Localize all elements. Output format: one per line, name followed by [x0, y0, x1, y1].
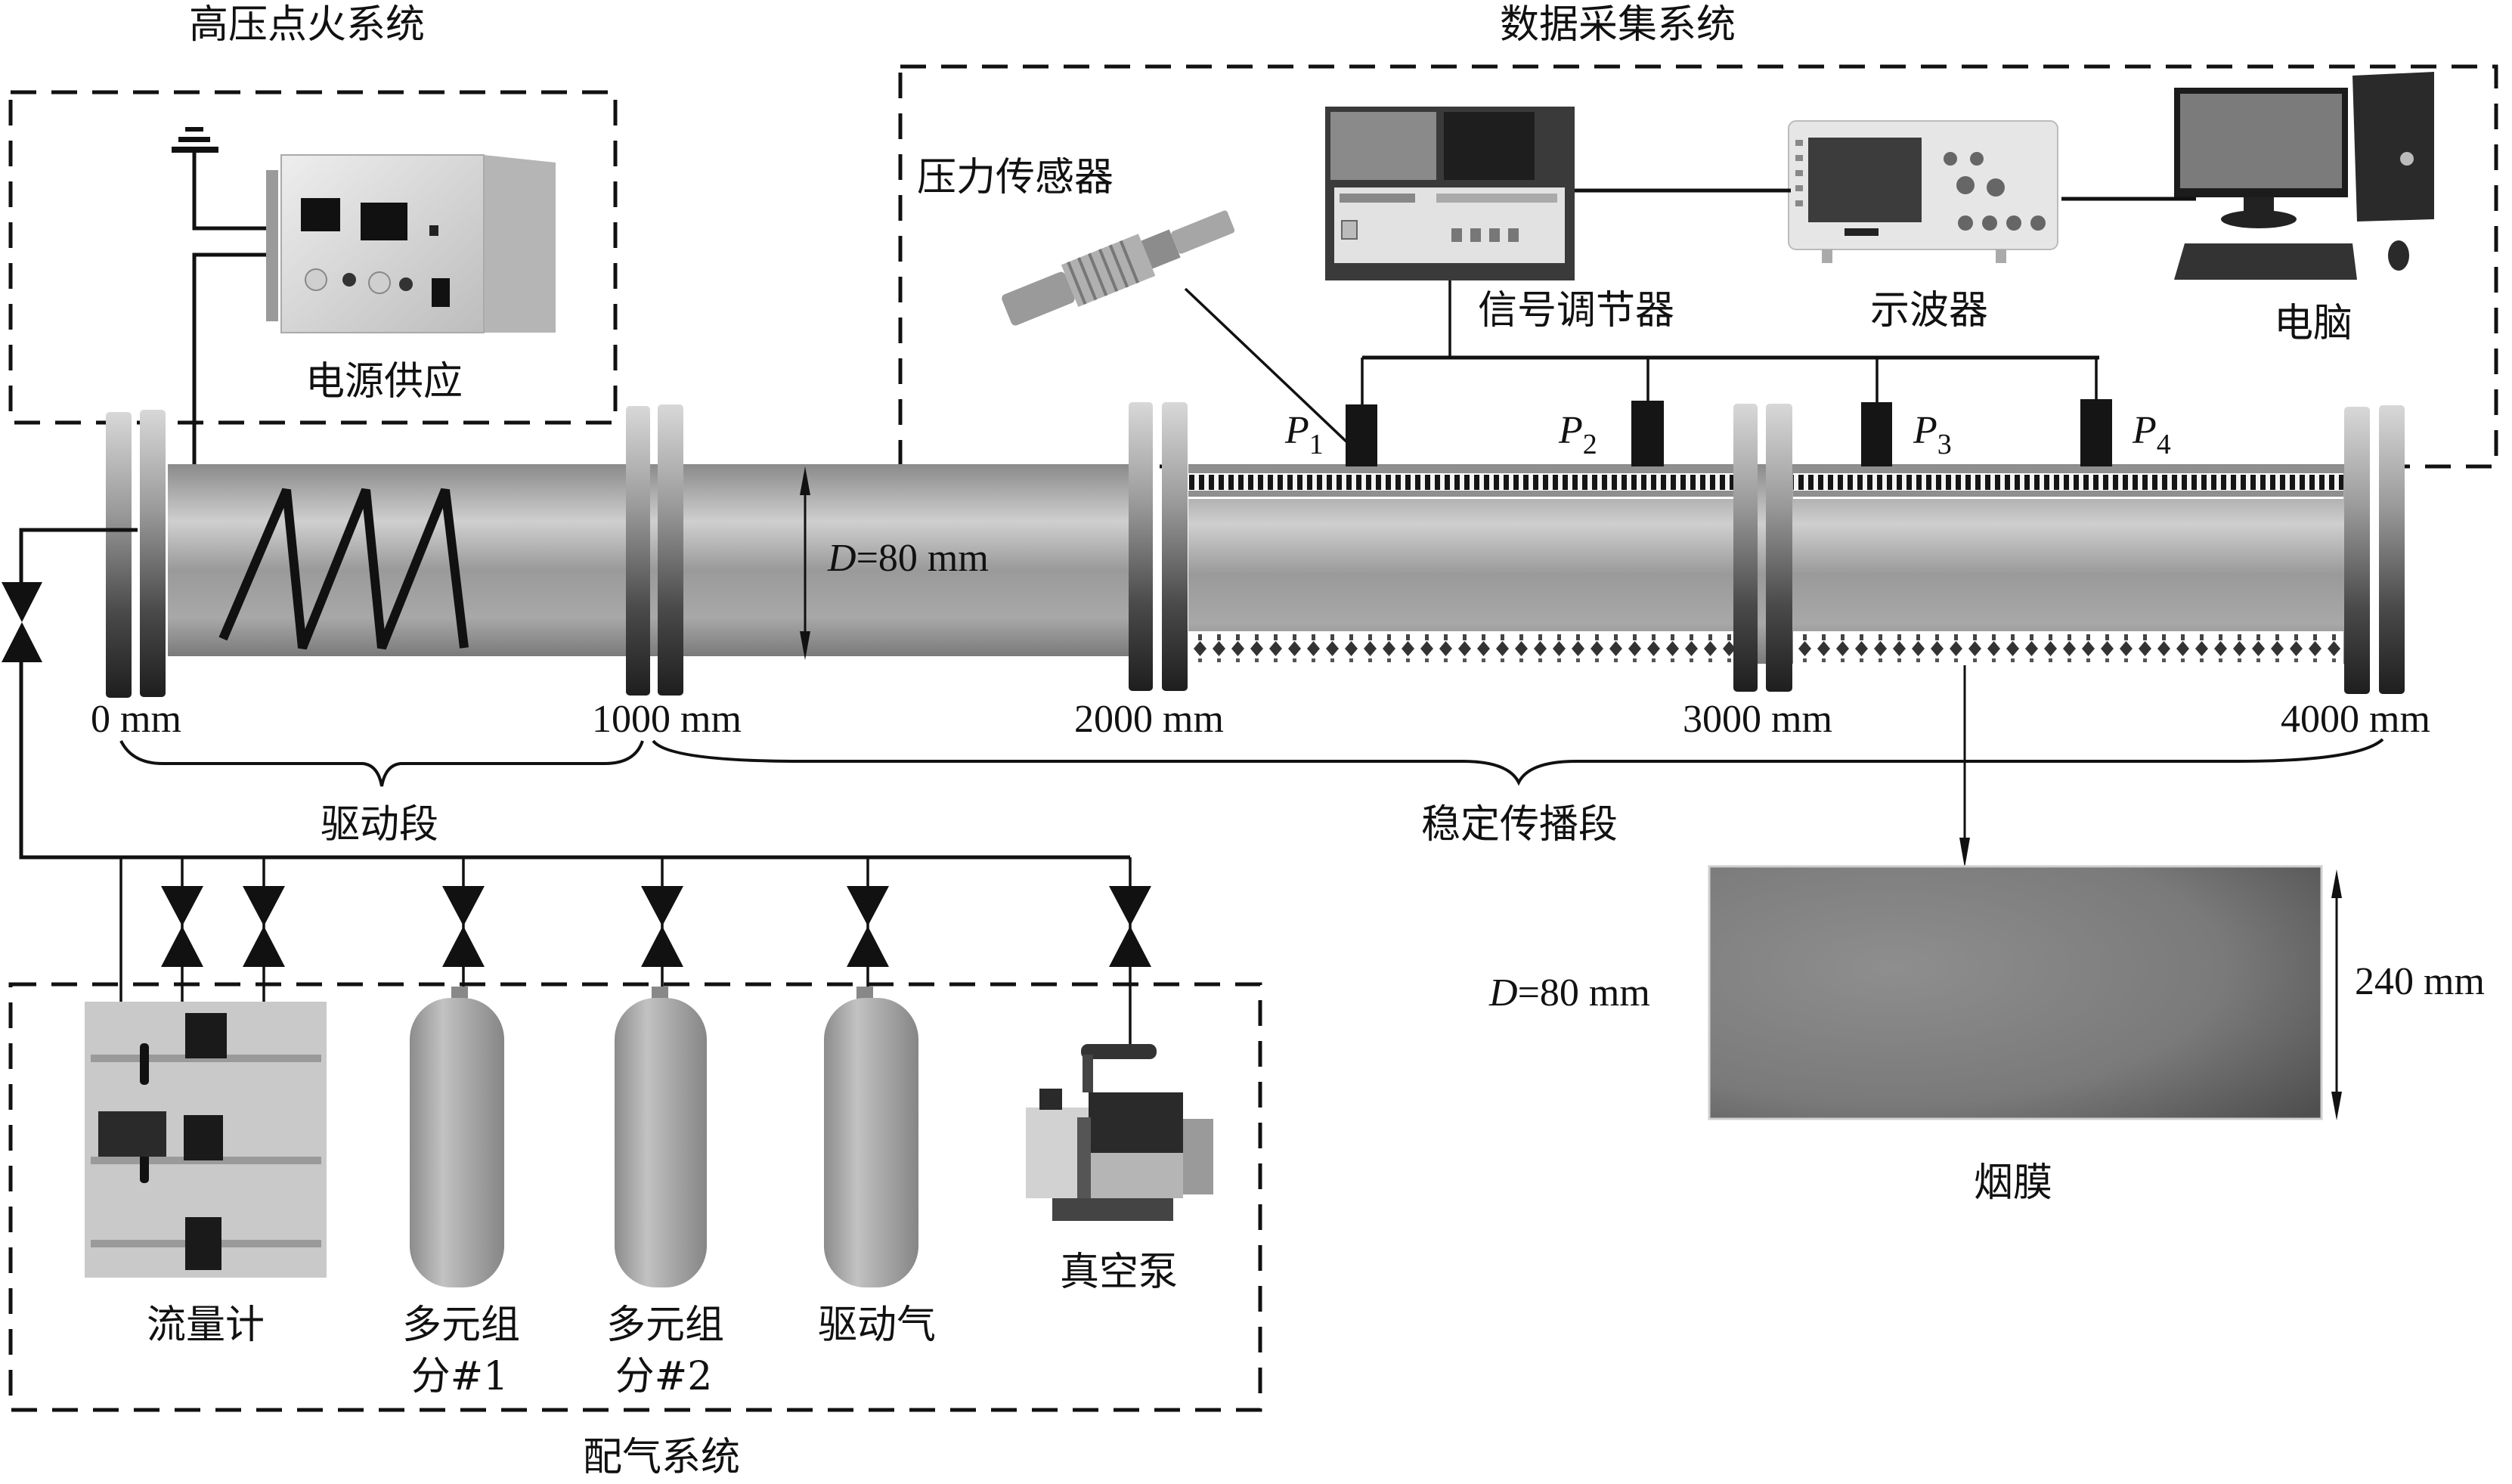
flange-3000mm	[1733, 404, 1792, 692]
oscilloscope-label: 示波器	[1870, 288, 1988, 333]
flange-0mm	[106, 410, 166, 698]
tube-diameter-label: D=80 mm	[827, 537, 989, 580]
foil-width-label: D=80 mm	[1488, 971, 1650, 1015]
gas-cylinder-component-1	[410, 987, 504, 1287]
sensor-band-top-2	[1793, 466, 2343, 499]
pressure-sensor-p1	[1346, 404, 1377, 466]
power-supply-label: 电源供应	[305, 359, 463, 404]
sensor-label-p1: P1	[1284, 409, 1324, 460]
pressure-sensor-p2	[1631, 401, 1664, 466]
data-acquisition-system: 数据采集系统 压力传感器	[898, 2, 2498, 469]
component-2-label-line2: 分#2	[615, 1354, 713, 1399]
sensor-label-p3: P3	[1913, 409, 1952, 460]
detonation-tube: P1 P2 P3 P4 D=80 mm 0 mm 1000 mm 2000 mm…	[91, 399, 2430, 847]
propagation-section-brace	[652, 738, 2384, 786]
component-1-label-line1: 多元组	[402, 1303, 520, 1348]
ignition-wire	[192, 252, 266, 529]
sensor-band-top-1	[1188, 466, 1734, 499]
computer	[2174, 72, 2434, 280]
foil-length-label: 240 mm	[2355, 960, 2485, 1003]
flowmeter-panel	[85, 1002, 327, 1278]
flange-1000mm	[626, 404, 683, 696]
position-label-1000: 1000 mm	[592, 698, 742, 741]
soot-foil-image	[1708, 865, 2323, 1120]
flange-2000mm	[1129, 402, 1188, 691]
computer-label: 电脑	[2274, 301, 2352, 346]
gas-cylinder-component-2	[615, 987, 707, 1287]
foil-band-bottom-1	[1188, 631, 1734, 665]
flange-4000mm	[2344, 405, 2405, 694]
power-supply	[266, 154, 556, 333]
arrow-down-icon	[1959, 838, 1970, 868]
tube-inlet-wire	[19, 528, 138, 582]
pressure-sensor	[1002, 210, 1235, 326]
flowmeter-label: 流量计	[147, 1303, 265, 1348]
valve-icon-flowmeter-1[interactable]	[161, 886, 203, 967]
gas-supply-title: 配气系统	[583, 1435, 740, 1480]
gas-manifold-line	[19, 662, 1130, 860]
position-label-2000: 2000 mm	[1074, 698, 1224, 741]
gas-cylinder-driver-gas	[824, 987, 918, 1287]
position-label-3000: 3000 mm	[1683, 698, 1832, 741]
position-label-0: 0 mm	[91, 698, 181, 741]
driver-section-brace	[119, 740, 644, 787]
sensor-label-p2: P2	[1558, 409, 1597, 460]
component-2-label-line1: 多元组	[606, 1303, 724, 1348]
valve-icon-flowmeter-2[interactable]	[243, 886, 285, 967]
ignition-system: 高压点火系统 电源供应	[8, 2, 618, 529]
ground-icon	[172, 127, 218, 153]
valve-icon-driver-gas[interactable]	[847, 886, 889, 967]
signal-conditioner-label: 信号调节器	[1478, 288, 1674, 333]
data-acquisition-title: 数据采集系统	[1500, 2, 1736, 48]
gas-supply-box	[8, 982, 1262, 1412]
sensor-leader-line	[1184, 287, 1349, 444]
ground-wire	[192, 153, 266, 231]
ignition-system-box	[8, 90, 618, 425]
pressure-sensor-p4	[2080, 399, 2112, 466]
pressure-sensor-label: 压力传感器	[917, 155, 1114, 200]
foil-length-dimension-arrow	[2331, 869, 2342, 1120]
pressure-sensor-p3	[1861, 402, 1892, 466]
gas-supply-system: 流量计 多元组 分#1 多元组 分#2 驱动气 真空泵 配气系统	[2, 528, 1262, 1480]
soot-foil-panel: 240 mm D=80 mm 烟膜	[1488, 665, 2485, 1206]
valve-icon-component-2[interactable]	[641, 886, 683, 967]
soot-foil-label: 烟膜	[1974, 1160, 2052, 1206]
oscilloscope	[1788, 120, 2058, 263]
sensor-label-p4: P4	[2132, 409, 2171, 460]
position-label-4000: 4000 mm	[2281, 698, 2430, 741]
valve-icon-component-1[interactable]	[442, 886, 485, 967]
driver-section-label: 驱动段	[321, 802, 438, 847]
diameter-dimension-arrow	[800, 466, 810, 660]
component-1-label-line2: 分#1	[411, 1354, 509, 1399]
vacuum-pump	[1026, 1044, 1213, 1221]
vacuum-pump-label: 真空泵	[1060, 1250, 1178, 1295]
driver-gas-label: 驱动气	[818, 1303, 936, 1348]
valve-icon-vacuum-pump[interactable]	[1109, 886, 1151, 967]
ignition-system-title: 高压点火系统	[189, 2, 425, 48]
spark-igniter-icon	[218, 488, 469, 650]
inlet-valve-icon[interactable]	[2, 582, 42, 662]
propagation-section-label: 稳定传播段	[1421, 802, 1618, 847]
foil-band-bottom-2	[1793, 631, 2343, 665]
signal-conditioner	[1325, 107, 1575, 280]
